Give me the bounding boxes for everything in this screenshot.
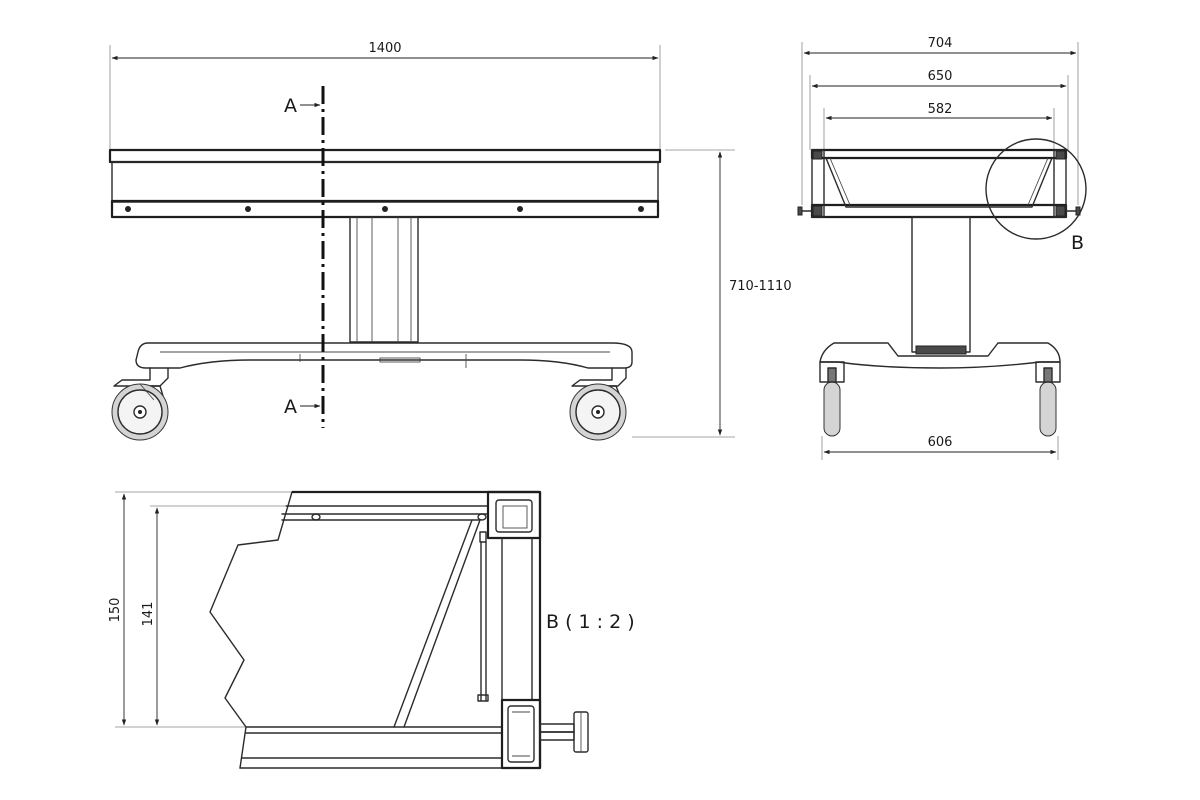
adjustment-knob xyxy=(539,711,589,753)
side-view: 704 650 582 B xyxy=(797,36,1087,460)
section-line-a: A A xyxy=(284,86,325,428)
side-caster-right xyxy=(1035,361,1061,437)
base-frame xyxy=(135,342,633,369)
caster-right xyxy=(569,367,627,441)
outer-height-label: 150 xyxy=(108,598,123,623)
bolt-dot xyxy=(517,206,523,212)
height-dimension-label: 710-1110 xyxy=(729,279,792,294)
side-column xyxy=(911,216,971,355)
inner-width-label: 582 xyxy=(928,102,953,117)
width-dimension-label: 1400 xyxy=(368,41,401,56)
lift-column xyxy=(349,216,419,343)
tray xyxy=(797,148,1081,219)
inner-height-label: 141 xyxy=(141,602,156,627)
bolt-dot xyxy=(382,206,388,212)
side-caster-left xyxy=(819,361,845,437)
bolt-dot xyxy=(245,206,251,212)
outer-width-label: 704 xyxy=(928,36,953,51)
base-width-label: 606 xyxy=(928,435,953,450)
bolt-dot xyxy=(125,206,131,212)
frame-width-label: 650 xyxy=(928,69,953,84)
bolt-dot xyxy=(638,206,644,212)
detail-marker-b: B xyxy=(1071,232,1084,254)
caster-left xyxy=(111,367,169,441)
section-label-top: A xyxy=(284,95,297,117)
detail-title: B ( 1 : 2 ) xyxy=(546,611,635,633)
threaded-rod xyxy=(477,531,489,702)
front-view: 1400 xyxy=(108,41,792,441)
detail-view-b: 150 141 xyxy=(108,490,635,770)
detail-circle-b xyxy=(985,138,1087,240)
slanted-wall xyxy=(393,519,473,728)
break-line xyxy=(209,491,293,769)
table-top xyxy=(108,148,662,219)
section-label-bottom: A xyxy=(284,396,297,418)
